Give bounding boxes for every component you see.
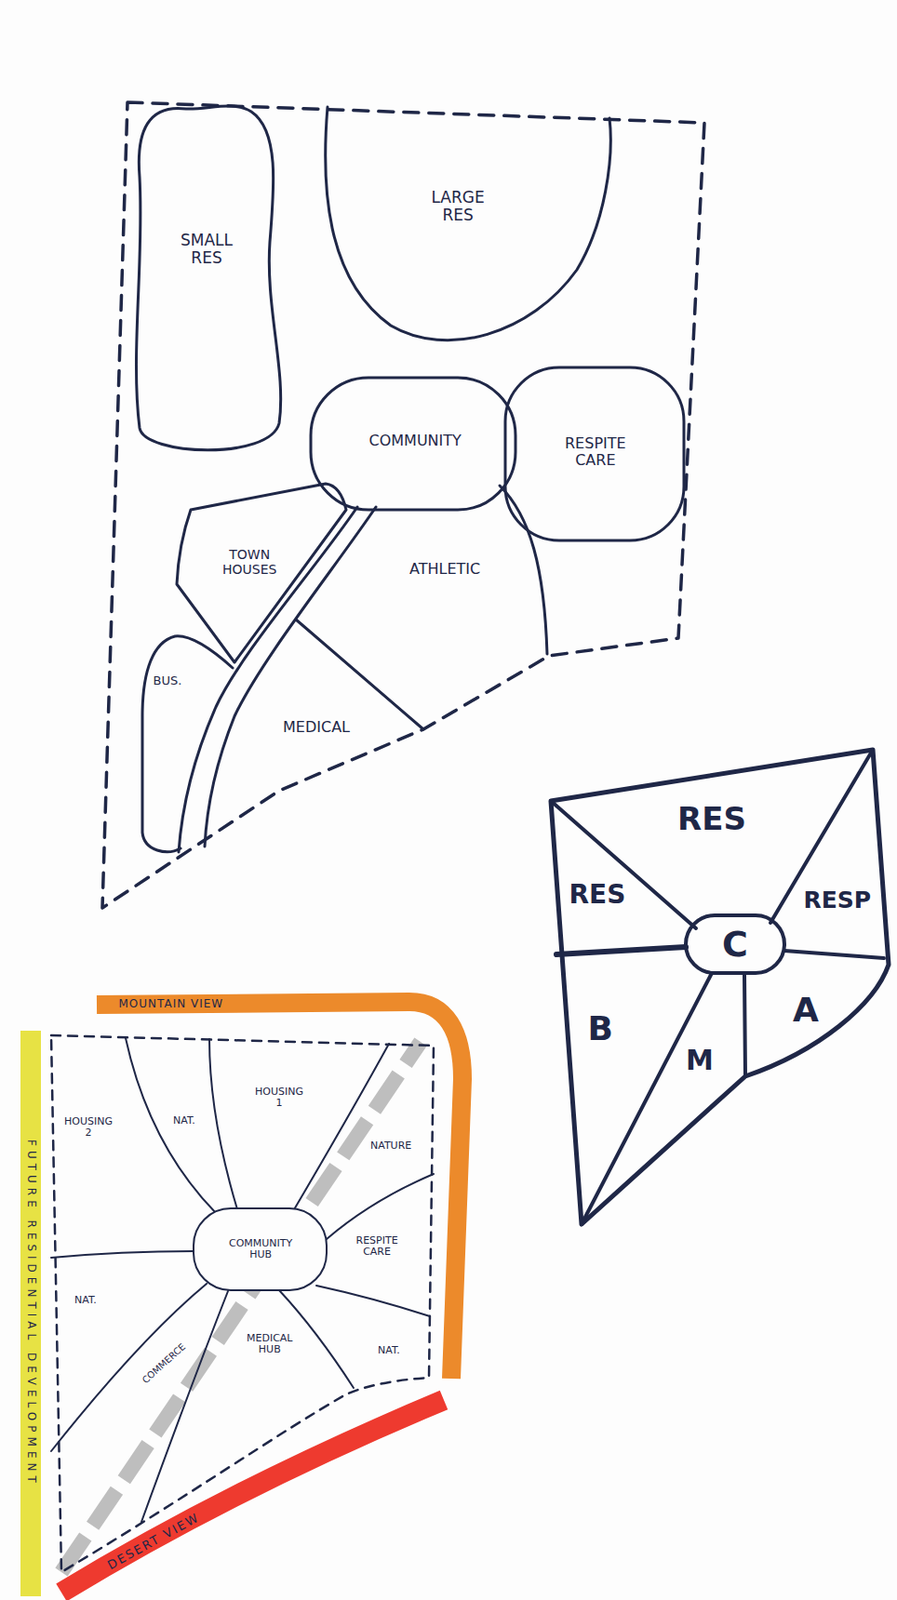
bubble-outline-group xyxy=(325,107,612,341)
bubble-outline-group xyxy=(20,1030,41,1597)
bubble-label: BUS. xyxy=(153,674,183,689)
zone-label: RES xyxy=(567,880,629,911)
bubble-outline-group xyxy=(685,915,785,974)
bubble-outline-layer xyxy=(353,479,554,726)
bubble-outline-group xyxy=(96,1002,463,1379)
business-zone: BUS. xyxy=(135,629,241,860)
bubble-label: C xyxy=(722,924,749,966)
zone-divider xyxy=(125,1038,216,1214)
bubble-outline xyxy=(310,377,516,510)
zone-divider xyxy=(326,1174,434,1240)
site-boundary xyxy=(102,102,705,909)
development-band: FUTURE RESIDENTIAL DEVELOPMENT xyxy=(20,1030,41,1597)
zone-divider xyxy=(51,1251,195,1259)
road-edge xyxy=(204,507,376,847)
bubble-outline-group xyxy=(295,619,424,730)
zone-label: HOUSING 2 xyxy=(62,1116,115,1140)
community-core: C xyxy=(682,911,789,978)
bubble-outline-layer xyxy=(223,614,430,791)
view-band: DESERT VIEW xyxy=(48,1386,456,1600)
bubble-outline xyxy=(325,107,612,341)
bubble-outline xyxy=(685,915,785,974)
zone-divider xyxy=(556,947,686,955)
site-outline xyxy=(550,749,889,1225)
bubble-outline xyxy=(20,1030,41,1597)
bubble-outline-group xyxy=(142,636,233,853)
zone-label: RESPITE CARE xyxy=(354,1235,401,1259)
view-band: MOUNTAIN VIEW xyxy=(85,991,477,1391)
residential-bubble: LARGE RES xyxy=(316,100,624,366)
zone-divider xyxy=(293,1044,389,1212)
bubble-outline xyxy=(96,1002,463,1379)
zone-label: MEDICAL HUB xyxy=(244,1333,295,1357)
bubble-label: MEDICAL xyxy=(282,719,350,737)
housing-bubble: TOWN HOUSES xyxy=(172,479,351,668)
zone-label: NAT. xyxy=(171,1115,198,1128)
zone-label: A xyxy=(790,990,821,1030)
community-hub: COMMUNITY HUB xyxy=(191,1206,329,1293)
bubble-outline-group xyxy=(310,377,516,510)
bubble-outline-layer xyxy=(135,629,241,860)
zone-divider xyxy=(316,1285,430,1317)
bubble-label: FUTURE RESIDENTIAL DEVELOPMENT xyxy=(24,1139,38,1488)
bubble-label: RESPITE CARE xyxy=(564,435,627,470)
zone-label: HOUSING 1 xyxy=(253,1086,306,1111)
zone-label: RES xyxy=(675,801,749,838)
bubble-label: SMALL RES xyxy=(180,231,233,268)
bubble-outline xyxy=(142,636,233,853)
connector-corridor xyxy=(61,1042,421,1573)
zone-divider xyxy=(141,1291,228,1523)
zone-label: NATURE xyxy=(368,1140,414,1153)
bubble-outline-group xyxy=(193,1208,327,1291)
bubble-label: ATHLETIC xyxy=(409,561,481,578)
zone-divider xyxy=(784,950,884,959)
care-bubble: RESPITE CARE xyxy=(501,363,688,545)
bubble-outline-layer xyxy=(130,100,291,466)
bubble-label: MOUNTAIN VIEW xyxy=(119,998,225,1012)
bubble-outline xyxy=(193,1208,327,1291)
medical-zone: MEDICAL xyxy=(223,614,430,791)
zone-label: M xyxy=(683,1044,716,1078)
bubble-outline-layer xyxy=(85,991,477,1391)
bubble-outline xyxy=(135,106,281,451)
zone-label: RESP xyxy=(802,887,874,915)
zone-divider xyxy=(744,975,746,1077)
bubble-outline xyxy=(61,1400,444,1594)
bubble-outline xyxy=(295,619,424,730)
sketch-ink xyxy=(51,102,889,1573)
site-boundary xyxy=(51,1035,434,1573)
zone-divider xyxy=(581,973,712,1225)
zone-divider xyxy=(770,749,873,924)
road-edge xyxy=(178,507,358,853)
bubble-label: TOWN HOUSES xyxy=(222,547,277,577)
bubble-outline-group xyxy=(135,106,281,451)
bubble-label: LARGE RES xyxy=(431,188,485,226)
zone-label: B xyxy=(586,1009,616,1048)
zone-divider xyxy=(209,1039,238,1210)
zone-divider xyxy=(51,1284,207,1452)
zone-divider xyxy=(550,801,697,929)
bubble-outline-layer xyxy=(316,100,624,366)
bubble-outline xyxy=(499,485,548,655)
bubble-outline-group xyxy=(61,1400,444,1594)
bubble-outline-group xyxy=(499,485,548,655)
bubble-outline-group xyxy=(176,483,347,663)
bubble-outline xyxy=(505,367,684,541)
zone-label: COMMERCE xyxy=(138,1340,189,1388)
zone-label: NAT. xyxy=(72,1295,99,1308)
community-bubble: COMMUNITY xyxy=(307,374,520,514)
bubble-label: DESERT VIEW xyxy=(105,1511,202,1574)
bubble-label: COMMUNITY HUB xyxy=(228,1238,293,1262)
bubble-outline xyxy=(176,483,347,663)
residential-bubble: SMALL RES xyxy=(130,100,291,466)
bubble-outline-group xyxy=(505,367,684,541)
zone-label: NAT. xyxy=(375,1345,402,1358)
bubble-label: COMMUNITY xyxy=(369,432,462,450)
athletic-zone: ATHLETIC xyxy=(353,479,554,726)
